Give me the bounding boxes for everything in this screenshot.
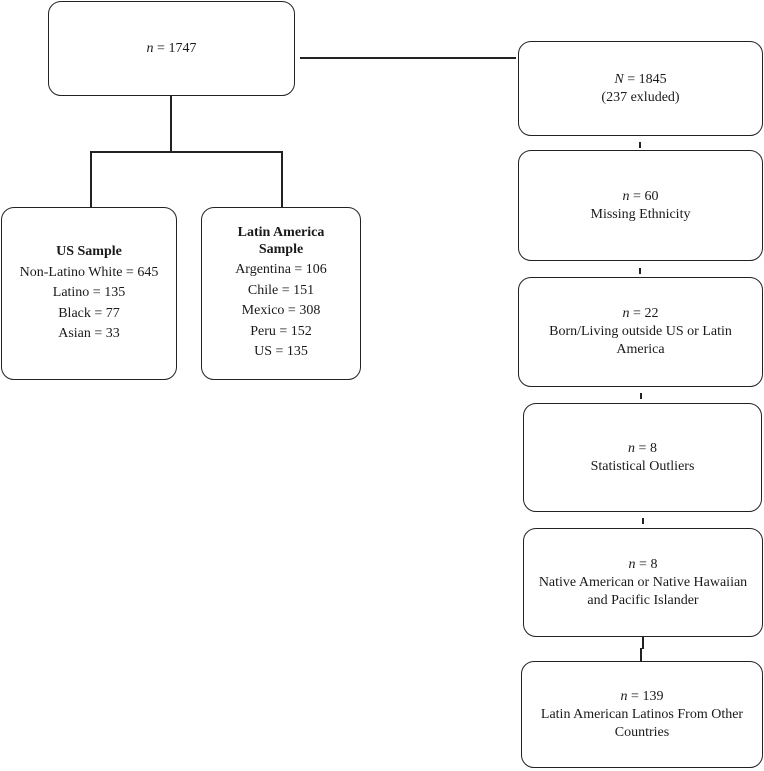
us-sample-row: Asian = 33 <box>58 326 120 342</box>
initial-sample-label: (237 exluded) <box>601 89 680 105</box>
connector-to-us-sample <box>90 151 92 207</box>
exclusion-label: Missing Ethnicity <box>590 206 691 222</box>
exclusion-n-value: = 139 <box>627 688 664 704</box>
exclusion-n-symbol: n <box>622 188 630 204</box>
exclusion-n-value: = 22 <box>629 306 659 321</box>
exclusion-n-value: = 8 <box>635 440 657 456</box>
exclusion-label: Latin American Latinos From Other Countr… <box>540 706 744 740</box>
connector-tick-5b <box>640 648 642 661</box>
latin-america-sample-row: Chile = 151 <box>247 282 315 298</box>
latin-america-sample-row: Peru = 152 <box>250 323 312 339</box>
exclusion-native-american-box: n = 8 Native American or Native Hawaiian… <box>523 528 763 637</box>
us-sample-row: Non-Latino White = 645 <box>19 264 159 280</box>
total-sample-count: n = 1747 <box>147 40 197 58</box>
total-sample-n-value: = 1747 <box>153 40 197 56</box>
us-sample-box: US Sample Non-Latino White = 645 Latino … <box>1 207 177 380</box>
exclusion-label: Native American or Native Hawaiian and P… <box>538 574 748 608</box>
exclusion-n-symbol: n <box>628 556 636 572</box>
total-sample-box: n = 1747 <box>48 1 295 96</box>
connector-to-latin-sample <box>281 151 283 207</box>
connector-tick-2 <box>639 268 641 274</box>
connector-tick-1 <box>639 142 641 148</box>
latin-america-sample-title-line2: Sample <box>258 242 304 258</box>
exclusion-other-countries-box: n = 139 Latin American Latinos From Othe… <box>521 661 763 768</box>
us-sample-row: Black = 77 <box>58 305 120 321</box>
connector-root-to-exclusions <box>300 57 516 59</box>
latin-america-sample-title-line1: Latin America <box>237 225 325 241</box>
initial-sample-n-symbol: N <box>614 71 624 87</box>
total-sample-n-symbol: n <box>146 40 154 56</box>
connector-root-down <box>170 96 172 152</box>
exclusion-n-value: = 8 <box>635 556 658 572</box>
exclusion-n-symbol: n <box>628 440 636 456</box>
connector-branch-horizontal <box>90 151 282 153</box>
us-sample-row: Latino = 135 <box>52 285 126 301</box>
initial-sample-box: N = 1845 (237 exluded) <box>518 41 763 136</box>
exclusion-count: n = 8 <box>628 440 657 458</box>
initial-sample-count: N = 1845 <box>614 71 666 89</box>
us-sample-title: US Sample <box>56 244 122 260</box>
exclusion-count: n = 60 <box>623 188 659 206</box>
connector-tick-4 <box>642 518 644 524</box>
latin-america-sample-row: Mexico = 308 <box>241 303 321 319</box>
exclusion-count: n = 8 <box>629 556 658 574</box>
latin-america-sample-row: US = 135 <box>254 344 308 360</box>
exclusion-born-living-outside-box: n = 22 Born/Living outside US or Latin A… <box>518 277 763 387</box>
exclusion-statistical-outliers-box: n = 8 Statistical Outliers <box>523 403 762 512</box>
exclusion-n-value: = 60 <box>629 188 659 204</box>
connector-tick-5a <box>642 637 644 649</box>
exclusion-count: n = 22 <box>623 305 659 323</box>
exclusion-count: n = 139 <box>621 688 664 706</box>
exclusion-n-symbol: n <box>620 688 628 704</box>
latin-america-sample-row: Argentina = 106 <box>235 262 327 278</box>
exclusion-missing-ethnicity-box: n = 60 Missing Ethnicity <box>518 150 763 261</box>
connector-tick-3 <box>640 393 642 399</box>
initial-sample-n-value: = 1845 <box>623 71 667 87</box>
exclusion-label: Statistical Outliers <box>590 458 695 474</box>
latin-america-sample-box: Latin America Sample Argentina = 106 Chi… <box>201 207 361 380</box>
exclusion-label: Born/Living outside US or Latin America <box>549 324 732 357</box>
exclusion-n-symbol: n <box>622 306 630 321</box>
